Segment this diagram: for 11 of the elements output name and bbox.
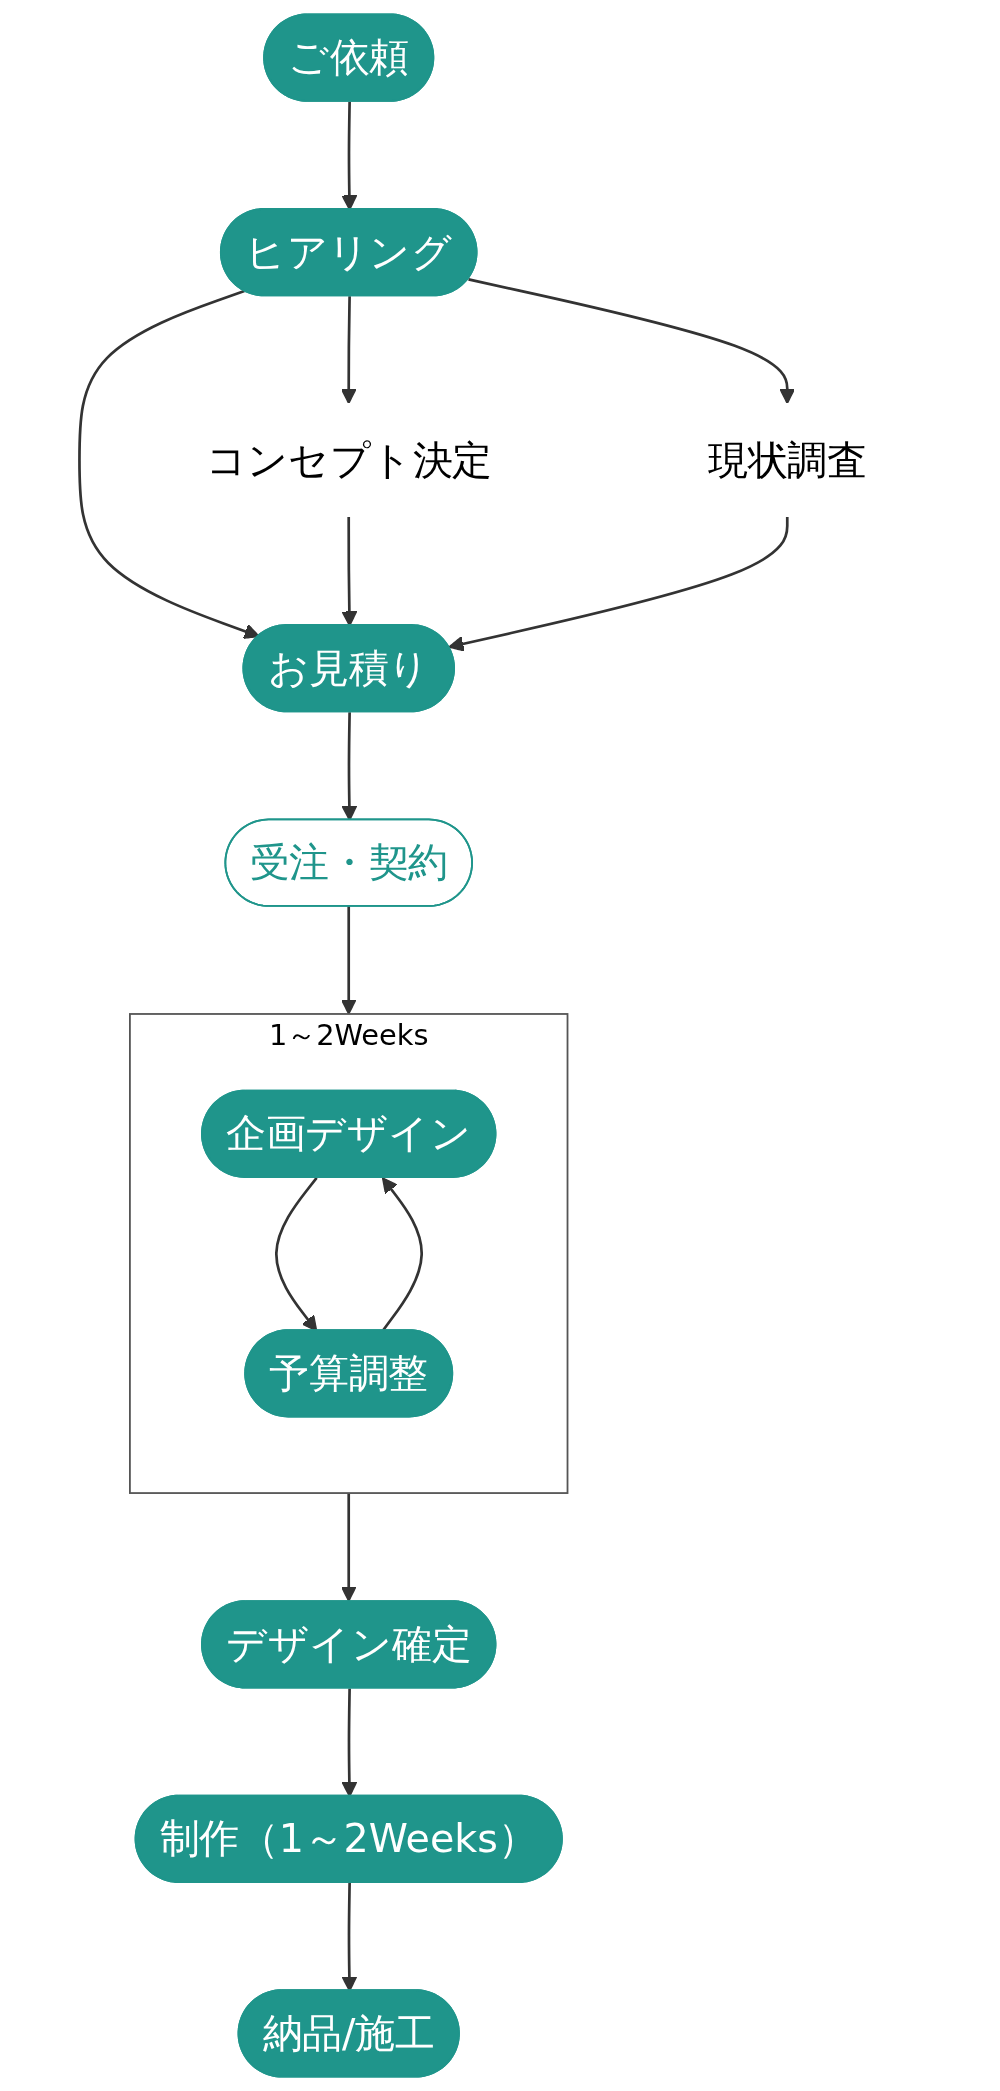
- arrow: [468, 278, 796, 405]
- arrow: [340, 1493, 357, 1602]
- arrow: [340, 296, 357, 405]
- arrow: [381, 1177, 423, 1332]
- node-text: コンセプト決定: [205, 437, 492, 483]
- node-text: 現状調査: [708, 437, 867, 483]
- arrow: [341, 1882, 358, 1992]
- arrow: [340, 905, 357, 1015]
- arrow: [78, 289, 260, 639]
- arrow: [275, 1177, 318, 1332]
- arrow: [448, 516, 789, 652]
